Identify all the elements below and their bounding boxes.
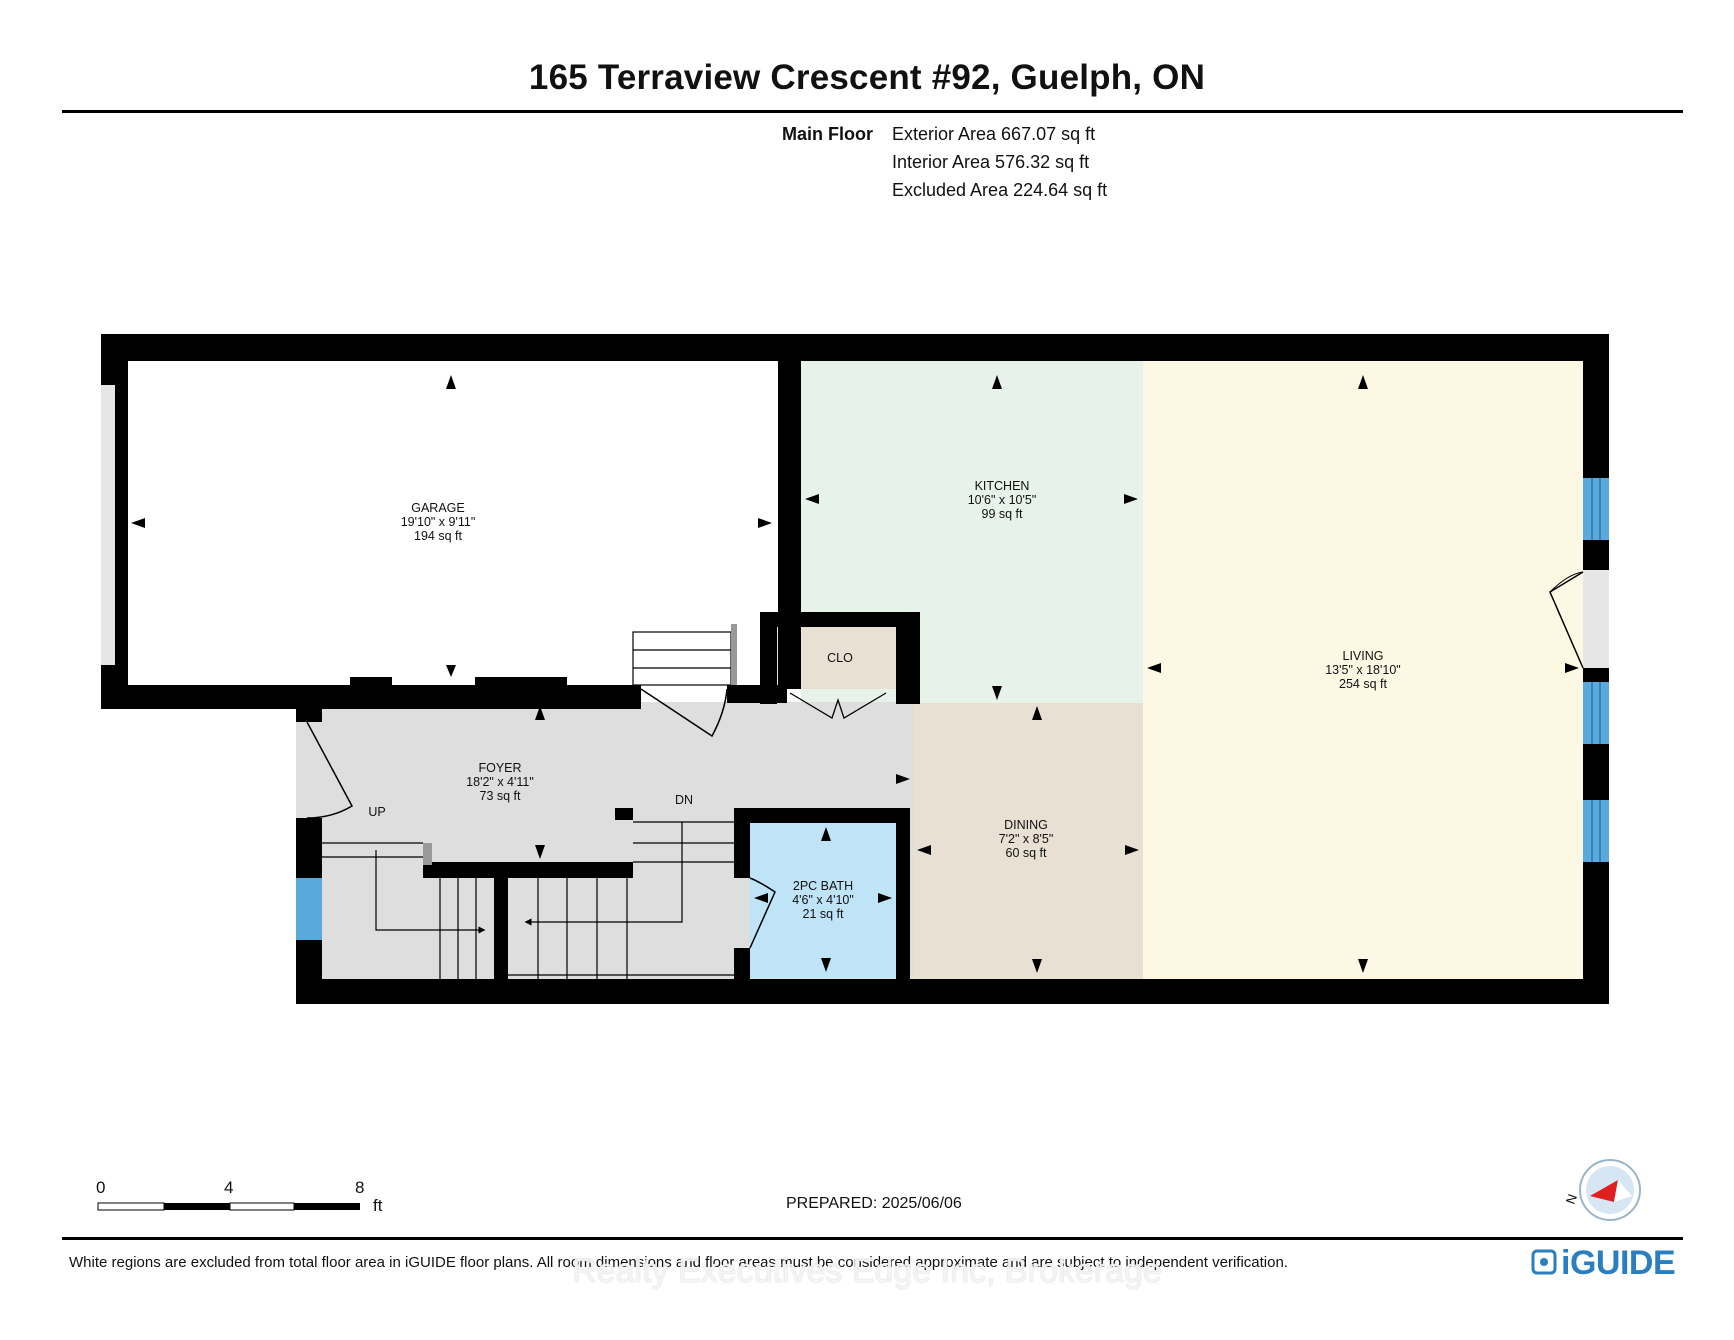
garage-door-seg1: [350, 677, 392, 685]
wall-bath-right: [896, 808, 910, 979]
compass-icon: [1579, 1159, 1641, 1221]
wall-bath-left-top: [734, 808, 750, 878]
garage-area: 194 sq ft: [414, 529, 462, 543]
garage-dims: 19'10" x 9'11": [401, 515, 476, 529]
bath-name: 2PC BATH: [793, 879, 853, 893]
wall-foyer-top-mid: [727, 685, 787, 703]
watermark: Realty Executives Edge Inc, Brokerage: [572, 1252, 1162, 1290]
compass-label: N: [1563, 1192, 1580, 1206]
interior-area: Interior Area 576.32 sq ft: [892, 152, 1090, 172]
wall-bath-left-bottom: [734, 948, 750, 979]
living-dims: 13'5" x 18'10": [1325, 663, 1401, 677]
dining-dims: 7'2" x 8'5": [999, 832, 1054, 846]
stairs-down-label: DN: [675, 793, 693, 807]
bath-floor: [750, 822, 896, 978]
bath-door-swing: [749, 877, 776, 949]
kitchen-area: 99 sq ft: [982, 507, 1024, 521]
wall-garage-bottom: [101, 685, 641, 709]
wall-top: [101, 334, 1609, 361]
kitchen-name: KITCHEN: [975, 479, 1030, 493]
stairs-down: [508, 821, 734, 979]
wall-stair-post: [494, 862, 508, 979]
garage-door-swing: [640, 688, 728, 738]
footer-rule: [62, 1237, 1683, 1240]
foyer-name: FOYER: [478, 761, 521, 775]
foyer-dims: 18'2" x 4'11": [466, 775, 534, 789]
dimension-markers: [131, 375, 1579, 973]
living-area: 254 sq ft: [1339, 677, 1387, 691]
clo-name: CLO: [827, 651, 853, 665]
clo-doors: [789, 692, 887, 719]
wall-stair-mid: [423, 862, 633, 878]
window-foyer: [296, 878, 322, 940]
stairs-up-label: UP: [368, 805, 385, 819]
window-living-1: [1583, 478, 1609, 540]
wall-foyer-left-top: [296, 700, 322, 722]
window-living-2: [1583, 682, 1609, 744]
foyer-area: 73 sq ft: [480, 789, 522, 803]
stairs-up: [322, 842, 486, 979]
floor-label: Main Floor: [782, 124, 873, 144]
wall-clo-left: [760, 612, 777, 704]
living-door-gap: [1583, 570, 1609, 668]
wall-garage-kitchen: [778, 334, 801, 689]
foyer-door-swing: [306, 721, 353, 819]
scale-bar: [97, 1202, 360, 1211]
wall-bath-top: [734, 808, 909, 823]
scale-tick-0: 0: [96, 1178, 106, 1197]
wall-clo-top: [760, 612, 920, 627]
dining-floor: [913, 703, 1143, 979]
scale-tick-8: 8: [355, 1178, 365, 1197]
kitchen-dims: 10'6" x 10'5": [968, 493, 1037, 507]
wall-right: [1583, 334, 1609, 1004]
bath-dims: 4'6" x 4'10": [792, 893, 854, 907]
header-rule: [62, 110, 1683, 113]
garage-floor: [125, 361, 778, 685]
dining-area: 60 sq ft: [1006, 846, 1048, 860]
dining-name: DINING: [1004, 818, 1048, 832]
garage-door-seg2: [475, 677, 567, 685]
bath-area: 21 sq ft: [803, 907, 845, 921]
exterior-area: Exterior Area 667.07 sq ft: [892, 124, 1096, 144]
scale-unit: ft: [373, 1196, 383, 1215]
iguide-logo-icon: [1531, 1249, 1557, 1275]
garage-steps: [632, 631, 732, 686]
garage-door-left: [101, 385, 115, 665]
wall-clo-right: [896, 612, 920, 704]
window-living-3: [1583, 800, 1609, 862]
wall-stub: [615, 808, 633, 820]
wall-bottom: [296, 979, 1609, 1004]
brand-logo: iGUIDE: [1561, 1244, 1676, 1282]
living-name: LIVING: [1343, 649, 1384, 663]
garage-name: GARAGE: [411, 501, 465, 515]
prepared-date: PREPARED: 2025/06/06: [786, 1195, 962, 1212]
disclaimer: White regions are excluded from total fl…: [69, 1254, 1288, 1271]
scale-tick-4: 4: [224, 1178, 234, 1197]
living-floor: [1143, 361, 1583, 979]
excluded-area: Excluded Area 224.64 sq ft: [892, 180, 1108, 200]
page-title: 165 Terraview Crescent #92, Guelph, ON: [528, 58, 1206, 97]
